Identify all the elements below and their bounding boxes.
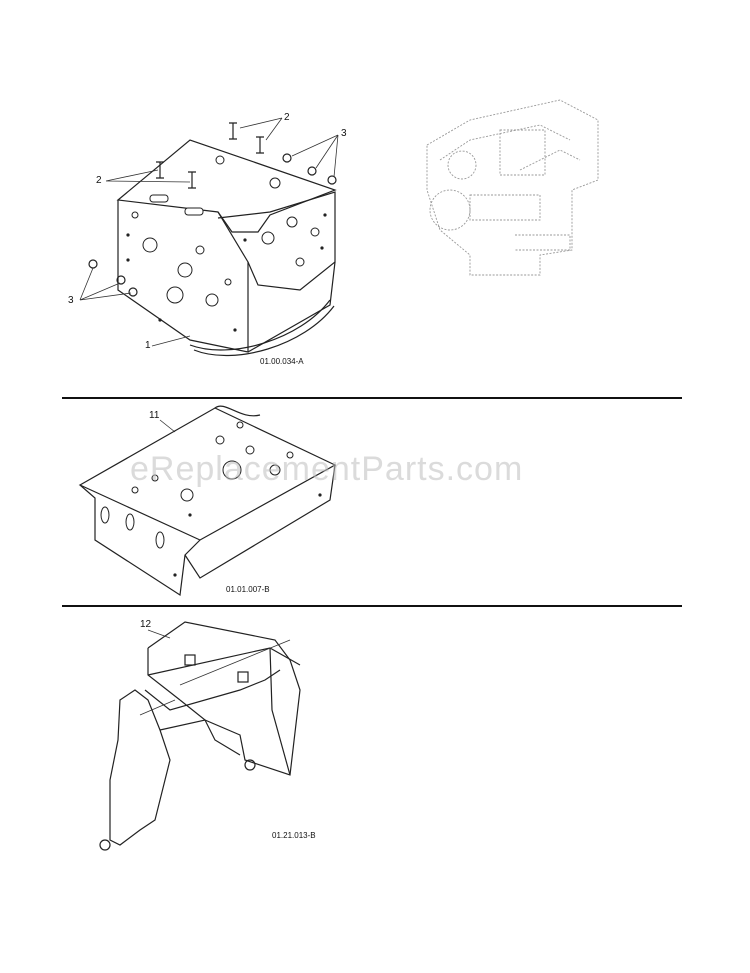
frame-plate [78,405,337,597]
callout-12: 12 [140,619,152,630]
callout-11: 11 [149,410,160,421]
section-divider-1 [62,397,682,399]
callout-3-upper: 3 [341,128,347,139]
engine-reference-outline [426,99,599,276]
diagram-code-section-1: 01.00.034-A [260,357,304,366]
callout-2-upper: 2 [284,112,290,123]
diagram-code-section-3: 01.21.013-B [272,831,316,840]
frame-assembly [79,117,339,357]
chute-bracket [99,621,301,851]
callout-1: 1 [145,340,151,351]
section-divider-2 [62,605,682,607]
callout-2-left: 2 [96,175,102,186]
diagram-code-section-2: 01.01.007-B [226,585,270,594]
callout-3-left: 3 [68,295,74,306]
watermark: eReplacementParts.com [130,450,524,488]
